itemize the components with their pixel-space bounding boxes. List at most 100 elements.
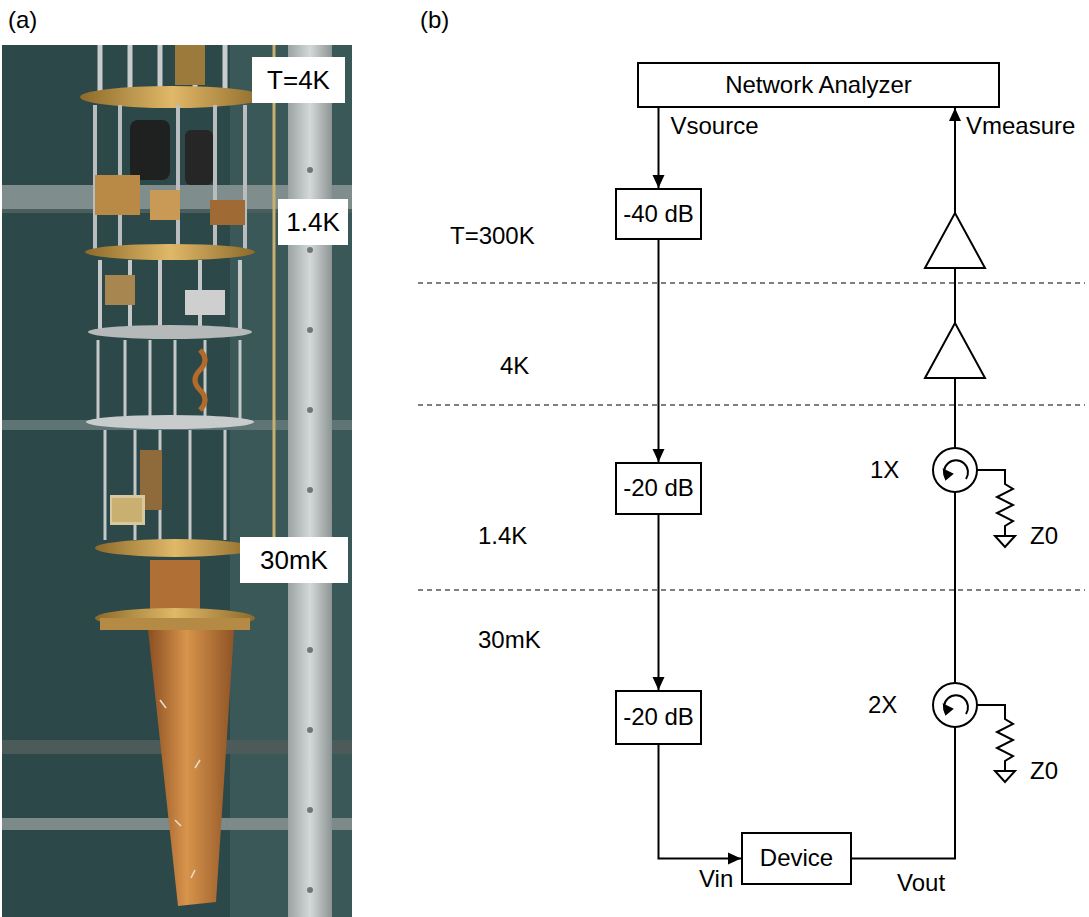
photo-scene (95, 539, 255, 557)
photo-scene (95, 175, 140, 215)
photo-scene (2, 45, 352, 917)
photo-scene (307, 727, 313, 733)
amplifier-symbol (925, 213, 985, 268)
photo-scene (160, 700, 200, 878)
temperature-divider (418, 404, 1085, 406)
temperature-label: 4K (500, 352, 529, 380)
device-box: Device (741, 832, 852, 885)
connector-line (659, 745, 742, 859)
arrowhead (728, 853, 741, 865)
connector-line (658, 240, 660, 462)
amplifier-symbol (925, 323, 985, 378)
photo-scene (307, 647, 313, 653)
attenuator-box: -20 dB (615, 462, 702, 515)
node-text: 30mK (260, 546, 328, 575)
resistor-symbol (977, 470, 1013, 536)
photo-scene (191, 870, 195, 878)
photo-scene (160, 700, 166, 708)
impedance-label: Z0 (1030, 522, 1058, 550)
resistor-symbol (977, 705, 1013, 771)
photo-scene (195, 760, 200, 768)
node-text: -40 dB (623, 201, 694, 227)
photo-scene (307, 407, 313, 413)
node-text: T=4K (267, 66, 330, 95)
temperature-label: 1.4K (478, 522, 527, 550)
photo-scene (207, 556, 213, 615)
photo-scene (98, 260, 102, 330)
circulator-symbol (933, 448, 977, 492)
photo-scene (124, 340, 127, 420)
photo-scene (98, 45, 103, 95)
photo-scene (307, 887, 313, 893)
temperature-label: T=300K (450, 222, 535, 250)
connector (653, 240, 665, 462)
photo-scene (239, 340, 242, 420)
photo-scene (80, 86, 264, 108)
photo-scene (307, 807, 313, 813)
panel-letter: (a) (8, 6, 37, 34)
photo-scene (273, 45, 276, 560)
photo-scene (175, 45, 205, 85)
signal-label: Vmeasure (966, 112, 1075, 140)
panel-letter: (b) (420, 6, 449, 34)
attenuator-box: -20 dB (615, 690, 702, 745)
photo-scene (130, 120, 170, 180)
ground-symbol (995, 771, 1015, 782)
signal-label: Vsource (669, 112, 761, 140)
photo-scene (100, 260, 240, 330)
photo-scene (88, 325, 252, 339)
arrowhead (653, 677, 665, 690)
photo-scene (158, 260, 162, 330)
photo-scene (307, 167, 313, 173)
photo-scene (307, 327, 313, 333)
photo-scene (223, 45, 228, 95)
stage-label: 1.4K (278, 199, 348, 245)
photo-scene (307, 247, 313, 253)
photo-scene (288, 45, 332, 917)
node-text: Network Analyzer (725, 72, 912, 98)
photo-scene (243, 105, 247, 250)
temperature-label: 30mK (478, 626, 541, 654)
photo-scene (189, 430, 192, 540)
photo-scene (104, 430, 107, 540)
photo-scene (107, 556, 113, 615)
temperature-divider (418, 282, 1085, 284)
photo-scene (224, 430, 227, 540)
node-text: Device (760, 845, 833, 871)
photo-scene (2, 45, 352, 917)
photo-scene (100, 618, 250, 630)
photo-scene (110, 556, 240, 615)
photo-scene (213, 105, 217, 250)
node-text: -20 dB (623, 704, 694, 730)
node-text: -20 dB (623, 475, 694, 501)
node-text: 1.4K (286, 208, 340, 237)
temperature-divider (418, 283, 1085, 590)
photo-scene (97, 340, 100, 420)
photo-scene (137, 556, 143, 615)
photo-scene (150, 560, 200, 610)
photo-scene (185, 290, 225, 315)
photo-scene (195, 350, 205, 410)
circulator-symbol (944, 695, 968, 714)
photo-scene (105, 275, 135, 305)
attenuator-box: -40 dB (615, 188, 702, 240)
circulator-symbol (944, 470, 952, 479)
photo-scene (307, 487, 313, 493)
connector (653, 108, 665, 188)
arrowhead (653, 449, 665, 462)
photo-scene (110, 495, 145, 525)
photo-scene (176, 105, 180, 250)
photo-scene (185, 130, 213, 185)
impedance-label: Z0 (1030, 757, 1058, 785)
signal-label: Vin (697, 865, 735, 893)
photo-scene (174, 340, 177, 420)
amplifier-symbol (925, 213, 985, 378)
circulator-symbol (933, 683, 977, 727)
photo-scene (238, 260, 242, 330)
ground-symbol (995, 536, 1015, 782)
stage-label: 30mK (240, 537, 348, 583)
arrowhead (653, 175, 665, 188)
circulator-symbol (944, 460, 968, 479)
